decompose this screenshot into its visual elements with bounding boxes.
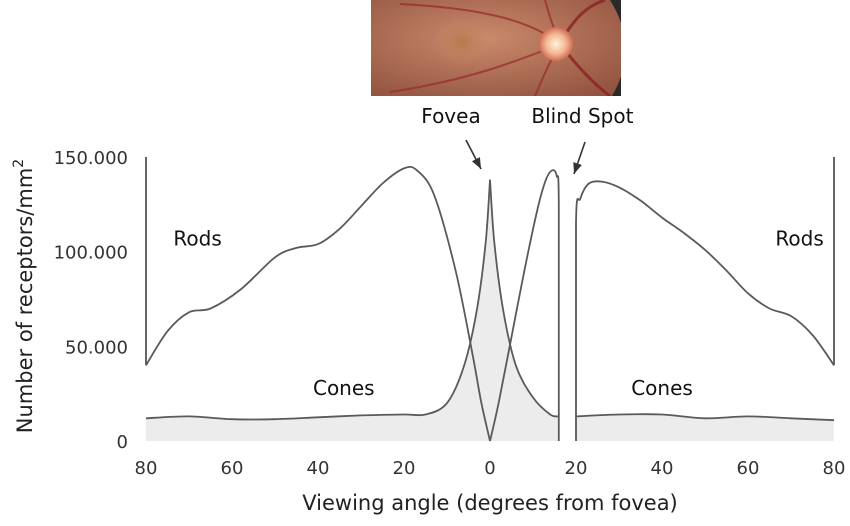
x-tick-labels: 80 60 40 20 0 20 40 60 80 (135, 458, 846, 479)
rods-curve-1 (145, 166, 491, 442)
y-tick-label: 0 (117, 432, 128, 453)
y-tick-label: 50.000 (65, 337, 128, 358)
annotation-blind-spot: Blind Spot (531, 104, 633, 128)
plot-area (145, 157, 835, 442)
cones-curve-2 (489, 179, 559, 418)
cones-curve-1 (145, 179, 491, 421)
x-tick-label: 20 (393, 458, 416, 479)
y-axis-label: Number of receptors/mm2 (11, 159, 37, 433)
y-tick-labels: 0 50.000 100.000 150.000 (54, 148, 128, 453)
cones-curve-3 (575, 413, 835, 422)
annotation-rods: Rods (173, 226, 221, 250)
rods-curve-2 (489, 169, 560, 442)
x-tick-label: 20 (565, 458, 588, 479)
annotation-fovea: Fovea (421, 104, 480, 128)
y-axis-label-main: Number of receptors/mm (13, 168, 37, 433)
cones-fill-3 (576, 414, 834, 441)
x-tick-label: 80 (135, 458, 158, 479)
annotation-cones: Cones (631, 376, 693, 400)
annotation-cones: Cones (313, 376, 375, 400)
cones-fill-2 (490, 179, 559, 441)
x-tick-label: 0 (484, 458, 495, 479)
y-axis-label-superscript: 2 (11, 159, 27, 168)
retina-photo (371, 0, 621, 96)
annotation-rods: Rods (775, 226, 823, 250)
x-tick-label: 60 (737, 458, 760, 479)
rods-curve-3 (575, 180, 835, 441)
blind-spot-arrow (573, 141, 586, 175)
x-tick-label: 60 (221, 458, 244, 479)
cones-fill-1 (146, 179, 490, 441)
x-tick-label: 40 (651, 458, 674, 479)
x-tick-label: 40 (307, 458, 330, 479)
fovea-arrow (465, 139, 482, 170)
x-tick-label: 80 (823, 458, 846, 479)
y-tick-label: 150.000 (54, 148, 128, 169)
x-axis-label: Viewing angle (degrees from fovea) (302, 491, 678, 515)
y-tick-label: 100.000 (54, 243, 128, 264)
